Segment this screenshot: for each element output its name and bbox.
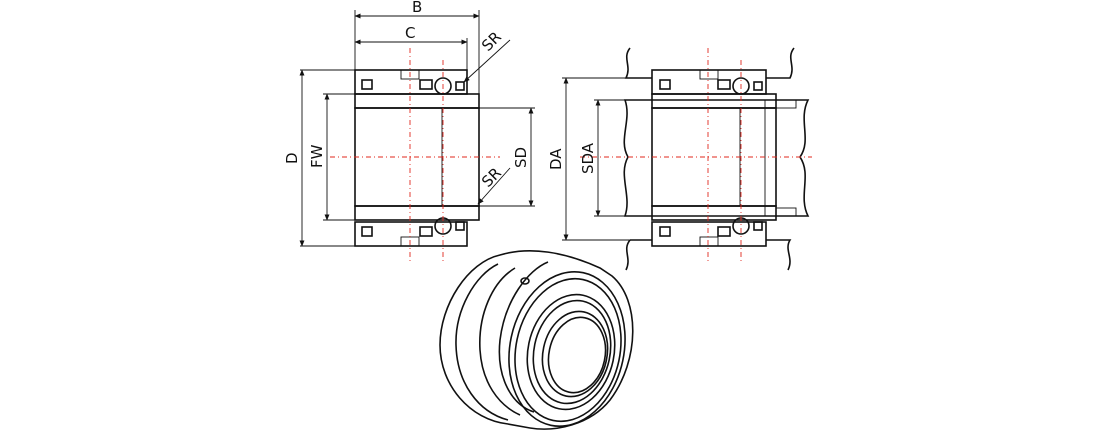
isometric-bearing-view — [439, 250, 634, 430]
shaft — [623, 99, 810, 217]
needle-roller — [419, 226, 433, 237]
dimension-label-fw: FW — [308, 144, 326, 168]
bore — [541, 310, 609, 398]
dimension-label-c: C — [405, 24, 415, 42]
dimension-label-b: B — [412, 0, 422, 16]
dimension-label-sr-bottom: SR — [478, 164, 505, 191]
needle-roller — [361, 79, 373, 90]
needle-roller — [361, 226, 373, 237]
lubrication-hole — [520, 277, 530, 285]
left-section-view: B C SR SR D FW SD — [283, 0, 535, 262]
dimension-label-da: DA — [547, 148, 565, 170]
dimension-label-sda: SDA — [579, 142, 597, 174]
front-outer-ring — [508, 270, 626, 428]
ball — [434, 77, 452, 95]
dimension-label-sd: SD — [512, 147, 530, 168]
inner-ring-bottom — [354, 205, 480, 221]
inner-ring-top — [354, 93, 480, 109]
needle-roller — [419, 79, 433, 90]
right-mounted-view: DA SDA — [547, 47, 812, 271]
dimension-label-sr-top: SR — [478, 28, 505, 55]
dimension-label-d: D — [283, 152, 301, 164]
